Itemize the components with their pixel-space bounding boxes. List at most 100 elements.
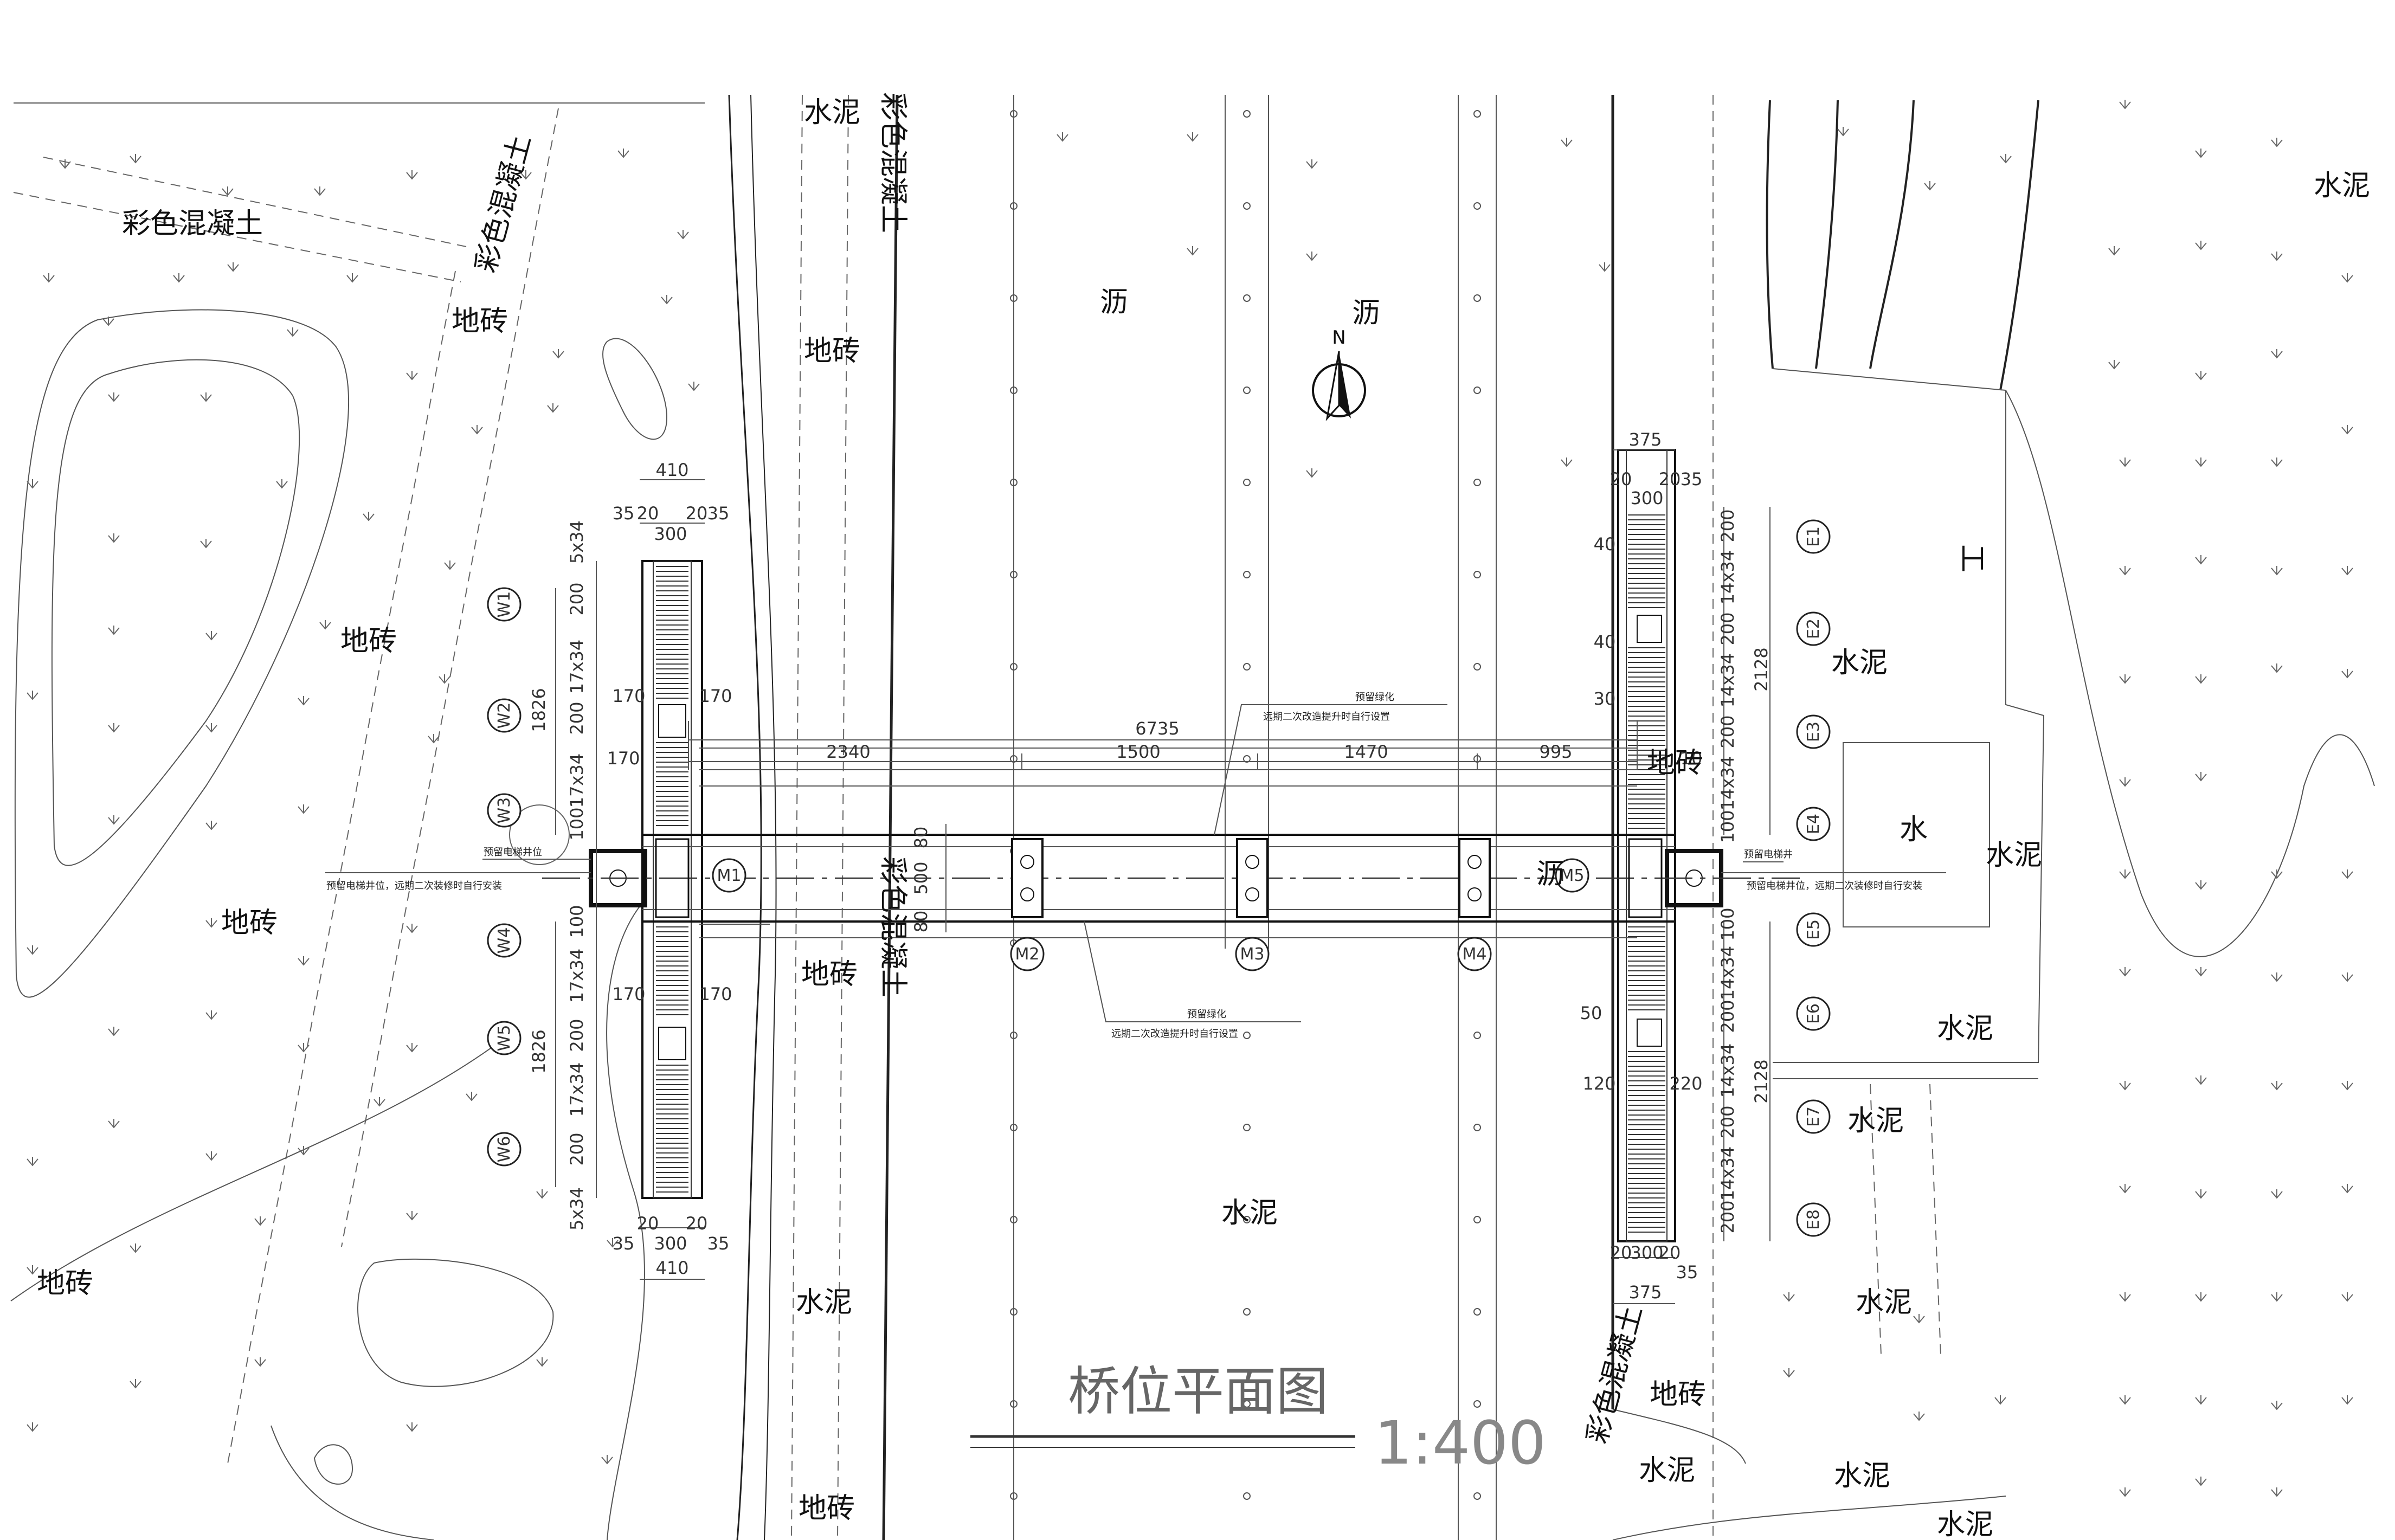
area-label: 彩色混凝土 bbox=[469, 131, 537, 276]
axis-label: W5 bbox=[495, 1025, 514, 1052]
area-label: 地砖 bbox=[452, 305, 508, 338]
vegetation-symbols bbox=[27, 100, 2353, 1500]
axis-label: W1 bbox=[495, 591, 514, 618]
dim-east-side-a2-top: 20 bbox=[1659, 469, 1681, 489]
area-label: 水泥 bbox=[1937, 1013, 1993, 1045]
area-label: 彩色混凝土 bbox=[122, 208, 263, 240]
dim-east-width-bottom: 375 bbox=[1628, 1282, 1662, 1303]
dim-east-steps-1: 14x34 bbox=[1717, 550, 1738, 604]
dim-west-offset-2: 170 bbox=[699, 686, 732, 706]
axis-bubble: E3 bbox=[1796, 714, 1831, 749]
axis-bubble: W4 bbox=[487, 923, 522, 958]
area-label: 地砖 bbox=[1650, 1378, 1706, 1411]
area-label: 地砖 bbox=[804, 335, 860, 368]
axis-bubble: W2 bbox=[487, 698, 522, 733]
dim-deck-width: 500 bbox=[911, 861, 931, 894]
axis-bubble: E6 bbox=[1796, 996, 1831, 1031]
dim-east-offset-e: 50 bbox=[1580, 1003, 1602, 1023]
area-label: 水 bbox=[1900, 814, 1928, 846]
axis-label: E5 bbox=[1804, 919, 1823, 940]
north-arrow: N bbox=[1312, 327, 1366, 421]
area-label: 地砖 bbox=[799, 1492, 855, 1525]
area-label: 工 bbox=[1955, 544, 1988, 572]
axis-label: M3 bbox=[1240, 945, 1265, 964]
dim-east-side-b-bottom: 35 bbox=[1676, 1262, 1698, 1283]
area-label: 彩色混凝土 bbox=[877, 856, 909, 997]
area-label: 地砖 bbox=[37, 1267, 93, 1300]
dim-west-inner-bottom: 300 bbox=[654, 1233, 687, 1254]
axis-label: W2 bbox=[495, 703, 514, 729]
dim-east-steps-3: 14x34 bbox=[1717, 756, 1738, 810]
area-label: 水泥 bbox=[1834, 1460, 1890, 1492]
dim-west-run-bottom: 1826 bbox=[529, 1029, 549, 1073]
axis-label: E2 bbox=[1804, 618, 1823, 639]
dim-east-landing-3: 200 bbox=[1717, 715, 1738, 748]
dim-east-offset-a-1: 40 bbox=[1594, 534, 1616, 555]
dim-east-steps-6: 14x34 bbox=[1717, 1146, 1738, 1201]
dim-span-4: 995 bbox=[1539, 742, 1572, 762]
dim-west-side-a2-top: 35 bbox=[707, 503, 730, 524]
area-label: 地砖 bbox=[801, 958, 858, 991]
dim-west-landing-1: 200 bbox=[566, 582, 587, 615]
axis-label: E7 bbox=[1804, 1106, 1823, 1127]
area-label: 水泥 bbox=[1847, 1105, 1904, 1137]
dim-west-top-steps: 5x34 bbox=[566, 520, 587, 564]
dim-west-steps-4: 17x34 bbox=[566, 1062, 587, 1117]
dim-west-width-top: 410 bbox=[655, 460, 688, 480]
axis-label: E8 bbox=[1804, 1209, 1823, 1230]
dim-east-landing-1: 200 bbox=[1717, 509, 1738, 542]
area-label: 地砖 bbox=[340, 625, 397, 658]
annotation-notes: 预留电梯井位 预留电梯井位，远期二次装修时自行安装 预留电梯井 预留电梯井位，远… bbox=[325, 692, 1946, 1040]
axis-bubble: M3 bbox=[1235, 937, 1270, 971]
dim-west-side-a-top: 35 bbox=[613, 503, 635, 524]
dim-span-total: 6735 bbox=[1135, 718, 1179, 739]
note-greening-1b: 远期二次改造提升时自行设置 bbox=[1263, 711, 1390, 723]
dim-east-offset-a-2: 40 bbox=[1594, 632, 1616, 652]
axis-bubble: E4 bbox=[1796, 807, 1831, 841]
area-labels: 彩色混凝土彩色混凝土地砖地砖地砖地砖水泥彩色混凝土地砖沥沥水泥水泥地砖水水泥沥彩… bbox=[37, 92, 2370, 1540]
dim-west-offset-5: 170 bbox=[699, 984, 732, 1004]
axis-bubble: E7 bbox=[1796, 1099, 1831, 1134]
title-block: 桥位平面图 1:400 bbox=[970, 1361, 1546, 1478]
axis-label: M4 bbox=[1463, 945, 1487, 964]
axis-label: M1 bbox=[717, 866, 742, 885]
dim-east-steps-5: 14x34 bbox=[1717, 1043, 1738, 1098]
dim-deck-edge-top: 80 bbox=[911, 827, 931, 849]
area-label: 地砖 bbox=[221, 907, 278, 939]
area-label: 水泥 bbox=[1856, 1286, 1912, 1319]
dim-west-side-a-bottom: 35 bbox=[613, 1233, 635, 1254]
note-west-pit-1: 预留电梯井位 bbox=[484, 847, 542, 858]
dim-east-side-a-bottom: 20 bbox=[1610, 1242, 1632, 1263]
axis-label: E6 bbox=[1804, 1003, 1823, 1024]
dim-east-landing-2: 200 bbox=[1717, 612, 1738, 645]
axis-label: E4 bbox=[1804, 814, 1823, 834]
dim-east-run-bottom: 2128 bbox=[1751, 1059, 1772, 1103]
axis-bubble: M1 bbox=[712, 858, 746, 893]
axis-bubble: W6 bbox=[487, 1132, 522, 1167]
area-label: 沥 bbox=[1352, 297, 1380, 330]
dim-west-steps-3: 17x34 bbox=[566, 949, 587, 1003]
pier bbox=[1458, 838, 1491, 918]
dim-west-run-top: 1826 bbox=[529, 688, 549, 732]
axis-bubble: M2 bbox=[1010, 937, 1045, 971]
dim-west-offset-3: 170 bbox=[607, 748, 640, 769]
dim-east-steps-4: 14x34 bbox=[1717, 946, 1738, 1000]
dim-west-steps-2: 17x34 bbox=[566, 753, 587, 808]
dim-west-gap-2: 100 bbox=[566, 905, 587, 938]
dim-west-width-bottom: 410 bbox=[655, 1258, 688, 1278]
dim-span-3: 1470 bbox=[1344, 742, 1388, 762]
axis-bubble: M4 bbox=[1457, 937, 1492, 971]
note-east-pit-1: 预留电梯井 bbox=[1744, 849, 1793, 860]
dim-east-side-b-top: 35 bbox=[1681, 469, 1703, 489]
axis-label: W6 bbox=[495, 1136, 514, 1163]
dim-east-width-top: 375 bbox=[1628, 429, 1662, 450]
dim-east-gap-1: 100 bbox=[1717, 810, 1738, 843]
dim-west-landing-3: 200 bbox=[566, 1019, 587, 1052]
axis-bubble: E5 bbox=[1796, 912, 1831, 947]
note-greening-2b: 远期二次改造提升时自行设置 bbox=[1111, 1028, 1238, 1040]
axis-bubble: E1 bbox=[1796, 519, 1831, 554]
north-label: N bbox=[1332, 327, 1345, 349]
pier bbox=[1236, 838, 1269, 918]
